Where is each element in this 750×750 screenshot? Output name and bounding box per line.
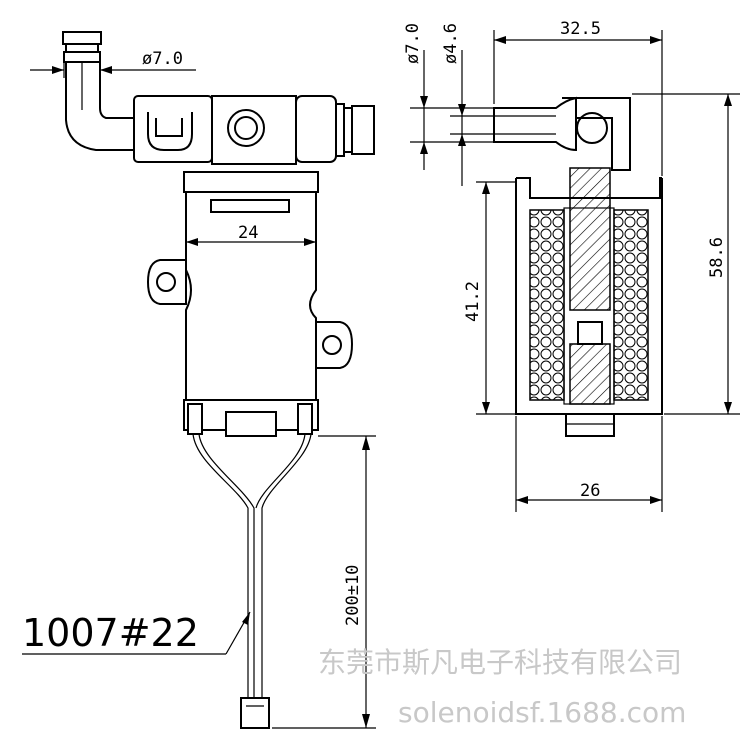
front-view: ø7.0 24 [22, 31, 376, 729]
dim-total-width: 32.5 [493, 19, 663, 176]
wire-spec-callout: 1007#22 [22, 611, 251, 655]
dim-label-lead-length: 200±10 [343, 565, 363, 626]
watermark: 东莞市斯凡电子科技有限公司 solenoidsf.1688.com [318, 646, 686, 729]
dim-label-total-width: 32.5 [560, 19, 601, 39]
dim-coil-height: 41.2 [463, 181, 516, 415]
watermark-website: solenoidsf.1688.com [398, 696, 686, 729]
dim-label-inner-diameter: ø4.6 [441, 23, 461, 64]
watermark-company: 东莞市斯凡电子科技有限公司 [318, 646, 682, 679]
dim-lead-length: 200±10 [272, 435, 376, 729]
dim-label-section-tube-diameter: ø7.0 [403, 23, 423, 64]
lead-wires [192, 433, 312, 729]
valve-manifold [133, 95, 375, 165]
dim-label-coil-height: 41.2 [463, 281, 483, 322]
coil-housing [146, 171, 354, 437]
dim-section-diameters: ø7.0 ø4.6 [403, 23, 494, 186]
dim-body-width: 24 [186, 223, 316, 246]
dim-label-total-height: 58.6 [707, 237, 727, 278]
dim-tube-diameter: ø7.0 [30, 49, 196, 78]
section-view: ø7.0 ø4.6 32.5 58.6 41. [403, 19, 740, 512]
dim-label-tube-diameter: ø7.0 [142, 49, 183, 69]
hose-barb-fitting [62, 31, 135, 151]
dim-label-base-width: 26 [580, 481, 600, 501]
dim-base-width: 26 [515, 416, 663, 512]
wire-spec-label: 1007#22 [22, 611, 199, 655]
dim-total-height: 58.6 [632, 93, 740, 415]
dim-label-body-width: 24 [238, 223, 258, 243]
